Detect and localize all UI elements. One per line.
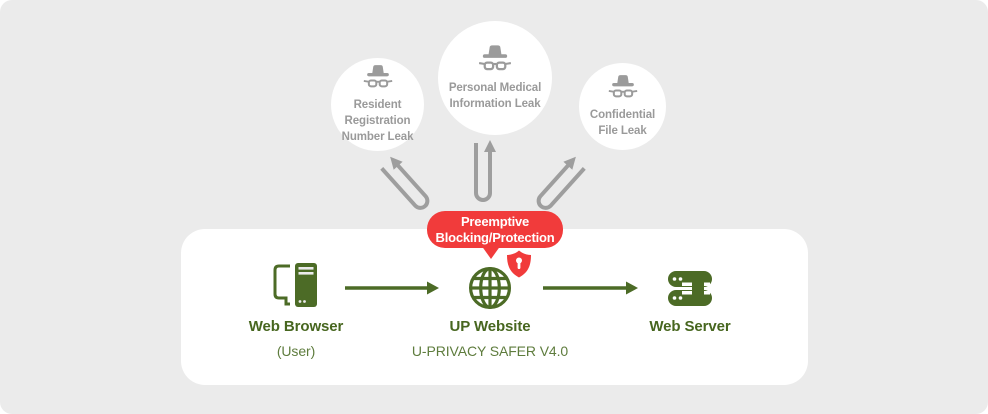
threat-bubble-resident-registration: Resident Registration Number Leak bbox=[331, 58, 424, 151]
server-icon bbox=[668, 271, 712, 306]
incognito-icon bbox=[478, 43, 512, 76]
web-browser-label: Web Browser bbox=[248, 318, 344, 335]
u-turn-arrow-icon bbox=[377, 150, 437, 213]
threat-bubble-label: Resident Registration Number Leak bbox=[341, 99, 414, 143]
web-server-label: Web Server bbox=[649, 318, 731, 335]
threat-bubble-personal-medical: Personal Medical Information Leak bbox=[438, 21, 552, 135]
u-turn-arrow-icon bbox=[529, 150, 589, 213]
up-website-sublabel: U-PRIVACY SAFER V4.0 bbox=[411, 343, 569, 359]
threat-bubble-label: Confidential File Leak bbox=[589, 109, 656, 137]
threat-bubble-label: Personal Medical Information Leak bbox=[448, 82, 542, 110]
up-website-label: UP Website bbox=[449, 318, 531, 335]
incognito-icon bbox=[363, 63, 393, 93]
browser-icon bbox=[273, 263, 317, 307]
threat-bubble-confidential-file: Confidential File Leak bbox=[579, 63, 666, 150]
web-browser-sublabel: (User) bbox=[276, 343, 316, 359]
incognito-icon bbox=[608, 73, 638, 103]
protection-badge-label: Preemptive Blocking/Protection bbox=[435, 213, 555, 245]
protection-badge: Preemptive Blocking/Protection bbox=[427, 211, 563, 259]
u-turn-arrow-icon bbox=[474, 138, 498, 202]
shield-alert-icon bbox=[507, 250, 531, 278]
globe-icon bbox=[469, 267, 511, 309]
